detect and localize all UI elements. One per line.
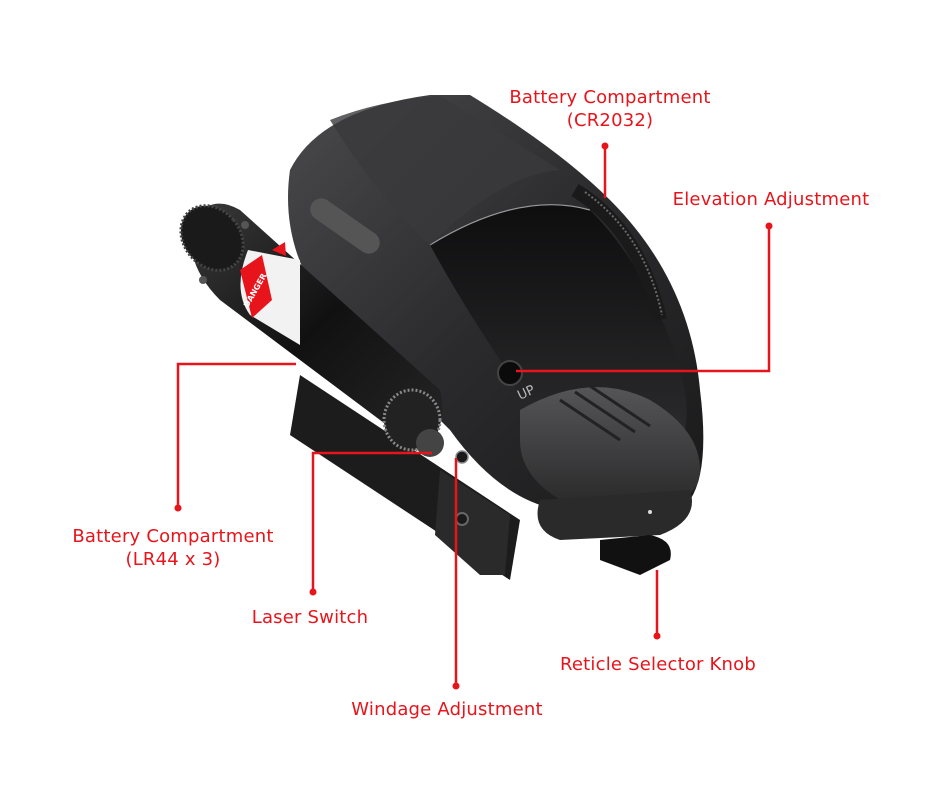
callout-line: (CR2032) [566,110,654,131]
up-marking: UP [515,383,537,404]
callout-line: Battery Compartment [72,526,274,547]
laser-module: DANGER [179,203,469,526]
callout-line: Elevation Adjustment [672,189,870,210]
callout-reticle-selector-knob: Reticle Selector Knob [552,653,764,676]
callout-line: Laser Switch [251,607,369,628]
callout-windage-adjustment: Windage Adjustment [342,698,552,721]
callout-line: Windage Adjustment [351,699,543,720]
callout-line: Reticle Selector Knob [559,654,757,675]
callout-laser-switch: Laser Switch [247,606,373,629]
callout-line: (LR44 x 3) [125,549,221,570]
callout-battery-cr2032: Battery Compartment (CR2032) [503,86,717,132]
callout-line: Battery Compartment [509,87,711,108]
callout-battery-lr44: Battery Compartment (LR44 x 3) [66,525,280,571]
callout-elevation-adjustment: Elevation Adjustment [665,188,877,211]
